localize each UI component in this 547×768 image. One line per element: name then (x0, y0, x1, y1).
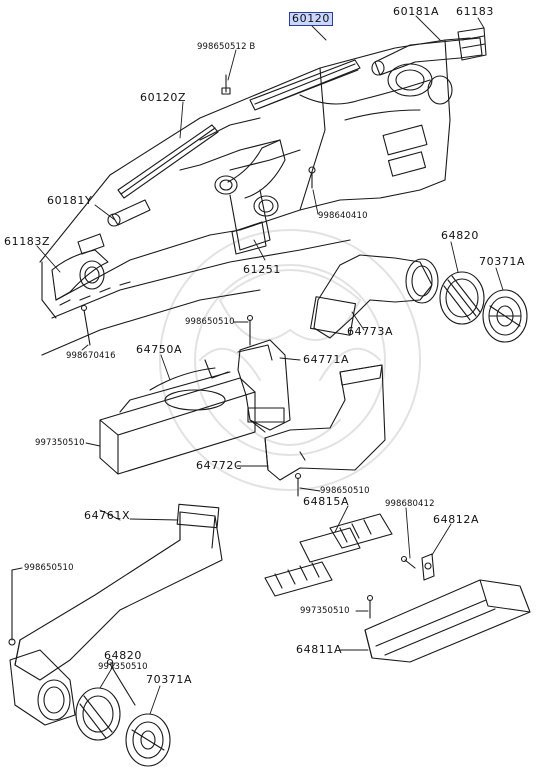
screw-998680412 (402, 557, 416, 569)
clip-64812a (422, 554, 434, 580)
part-label-64750a[interactable]: 64750A (136, 343, 183, 356)
part-label-998680412[interactable]: 998680412 (385, 499, 435, 509)
part-label-61183[interactable]: 61183 (456, 5, 494, 18)
defroster-nozzle-60120 (250, 60, 360, 110)
part-label-997350510-right[interactable]: 997350510 (300, 606, 350, 616)
leader-lines (12, 16, 503, 714)
part-label-64812a[interactable]: 64812A (433, 513, 480, 526)
screw-998650510-left (9, 570, 15, 645)
part-label-70371a-lower[interactable]: 70371A (146, 673, 193, 686)
part-label-64761x[interactable]: 64761X (84, 509, 131, 522)
vent-register-64811a (365, 580, 530, 662)
side-grille-61183 (458, 28, 486, 60)
part-label-60181a[interactable]: 60181A (393, 5, 440, 18)
screw-998640410 (309, 167, 315, 188)
lower-outlet-boot (10, 650, 75, 725)
part-label-60120[interactable]: 60120 (289, 12, 333, 26)
instrument-panel (40, 38, 470, 355)
vent-louver-70371a-upper (483, 290, 527, 342)
part-label-70371a-upper[interactable]: 70371A (479, 255, 526, 268)
vent-ring-64820-lower (76, 688, 120, 740)
part-label-61183z[interactable]: 61183Z (4, 235, 51, 248)
part-label-60181y[interactable]: 60181Y (47, 194, 93, 207)
side-defroster-duct-60181y (108, 200, 150, 226)
part-label-64811a[interactable]: 64811A (296, 643, 343, 656)
floor-duct-64750a (100, 360, 255, 474)
part-label-998650510-left[interactable]: 998650510 (24, 563, 74, 573)
floor-duct-64761x (15, 504, 222, 680)
part-label-64771a[interactable]: 64771A (303, 353, 350, 366)
screw-998670416 (82, 306, 91, 346)
connector-duct-64771a (238, 340, 290, 432)
part-label-64772c[interactable]: 64772C (196, 459, 243, 472)
floor-duct-64772c (265, 365, 385, 480)
part-label-998650510-upper[interactable]: 998650510 (185, 317, 235, 327)
defroster-duct-center (215, 140, 285, 254)
vent-duct-64773a (311, 255, 438, 338)
part-label-64820-upper[interactable]: 64820 (441, 229, 479, 242)
screw-998650510-middle (296, 474, 301, 497)
part-label-998650510-middle[interactable]: 998650510 (320, 486, 370, 496)
part-label-997350510-lower[interactable]: 997350510 (98, 662, 148, 672)
screw-998650510-upper (248, 316, 253, 346)
part-label-997350510-upper[interactable]: 997350510 (35, 438, 85, 448)
side-defroster-duct-60181a (372, 38, 482, 75)
defroster-nozzle-60120z (118, 125, 218, 198)
screw-997350510-right (368, 596, 373, 619)
vent-louver-70371a-lower (126, 714, 170, 766)
part-label-60120z[interactable]: 60120Z (140, 91, 187, 104)
side-vent-61183z (52, 234, 108, 300)
part-label-64815a[interactable]: 64815A (303, 495, 350, 508)
part-label-64773a[interactable]: 64773A (347, 325, 394, 338)
part-label-61251[interactable]: 61251 (243, 263, 281, 276)
part-label-998650512b[interactable]: 998650512 B (197, 42, 256, 52)
vent-ring-64820-upper (440, 272, 484, 324)
part-label-998670416[interactable]: 998670416 (66, 351, 116, 361)
watermark-seal (160, 230, 420, 490)
screw-997350510-bottom (108, 660, 136, 706)
part-label-64820-lower[interactable]: 64820 (104, 649, 142, 662)
vent-grille-64815a (265, 514, 392, 596)
part-label-998640410[interactable]: 998640410 (318, 211, 368, 221)
screw-998650512b (222, 75, 230, 94)
